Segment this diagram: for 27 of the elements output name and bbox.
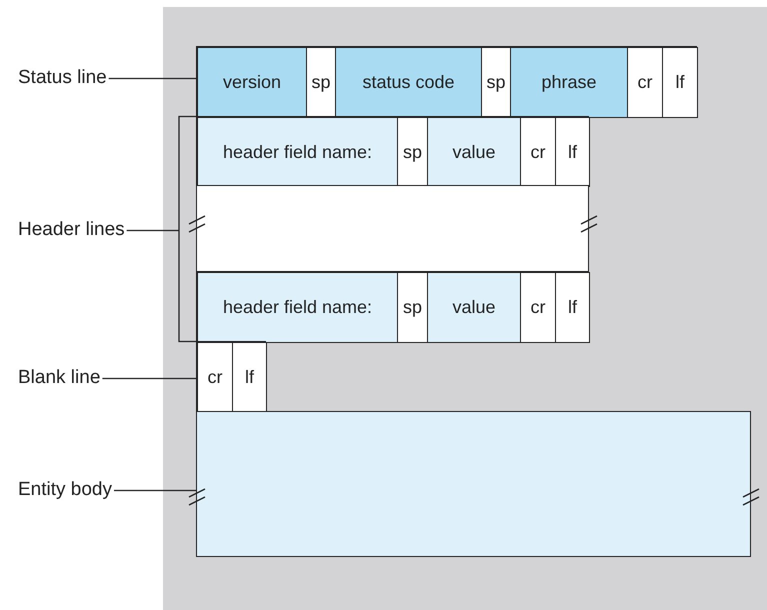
field-cell: value xyxy=(427,272,521,343)
field-cell: phrase xyxy=(510,47,628,118)
field-cell: lf xyxy=(555,272,590,343)
label-text: Entity body xyxy=(18,479,112,501)
field-cell: lf xyxy=(662,47,698,118)
field-cell: cr xyxy=(197,342,233,413)
label-text: Status line xyxy=(18,67,107,89)
field-cell: value xyxy=(427,117,521,187)
field-cell: cr xyxy=(627,47,663,118)
label-text: Blank line xyxy=(18,367,100,389)
label-text: Header lines xyxy=(18,219,125,241)
field-cell: version xyxy=(197,47,307,118)
leader-line xyxy=(114,490,196,492)
field-cell: cr xyxy=(520,272,556,343)
leader-line xyxy=(102,378,196,380)
field-cell: status code xyxy=(335,47,482,118)
leader-line xyxy=(126,230,178,232)
field-cell: sp xyxy=(397,272,428,343)
field-cell: cr xyxy=(520,117,556,187)
field-cell: sp xyxy=(481,47,511,118)
field-cell: header field name: xyxy=(197,117,398,187)
field-cell: sp xyxy=(306,47,336,118)
leader-line xyxy=(108,78,196,80)
field-cell: lf xyxy=(555,117,590,187)
field-cell: sp xyxy=(397,117,428,187)
field-cell: lf xyxy=(232,342,267,413)
field-cell: header field name: xyxy=(197,272,398,343)
